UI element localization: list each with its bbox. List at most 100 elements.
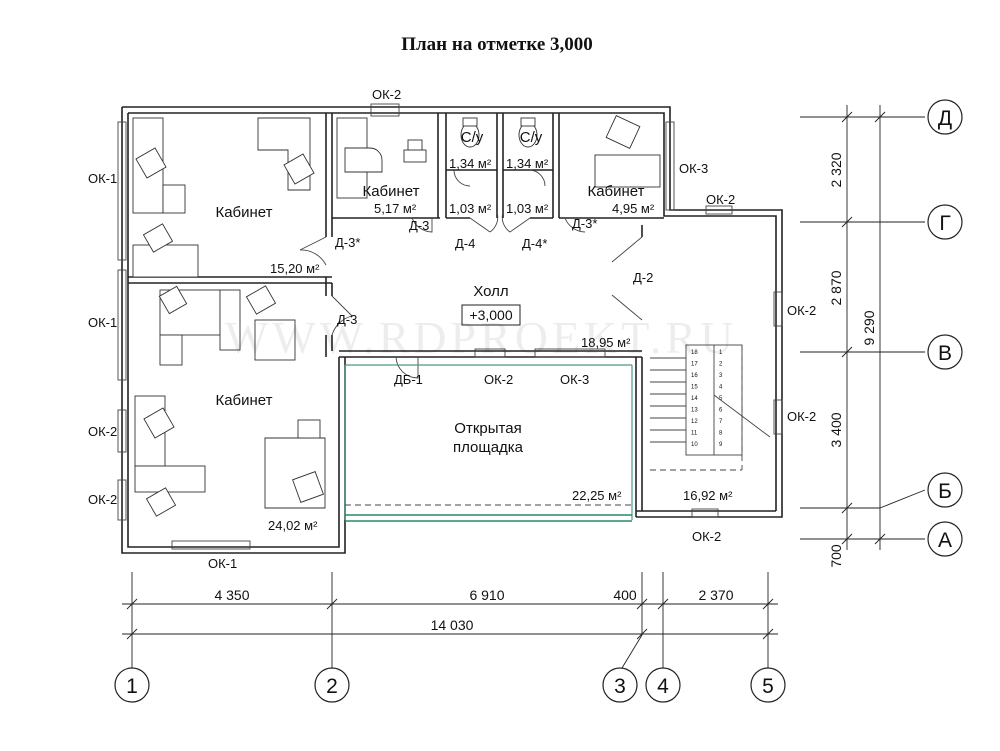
furniture bbox=[132, 115, 661, 517]
dim-v-total: 9 290 bbox=[861, 310, 877, 345]
stair-step-number: 6 bbox=[719, 408, 723, 414]
dim-h-2: 6 910 bbox=[469, 587, 504, 603]
door-label-d3-lower: Д-3 bbox=[337, 312, 357, 327]
room-name-terrace-1: Открытая bbox=[454, 420, 521, 437]
dim-h-total: 14 030 bbox=[431, 617, 474, 633]
stair-step-number: 3 bbox=[719, 373, 723, 379]
window-label-ok2-top: ОК-2 bbox=[372, 87, 401, 102]
level-mark-box bbox=[461, 304, 521, 326]
axis-A: А bbox=[938, 529, 952, 552]
watermark: WWW.RDPROEKT.RU bbox=[225, 312, 737, 363]
stair-step-number: 8 bbox=[719, 431, 723, 437]
door-label-d3star-left: Д-3* bbox=[335, 235, 360, 250]
door-label-d4: Д-4 bbox=[455, 236, 475, 251]
dim-v-1: 2 320 bbox=[828, 152, 844, 187]
stair-step-number: 4 bbox=[719, 385, 723, 391]
stair-step-number: 15 bbox=[691, 385, 698, 391]
door-labels: Д-3* Д-3 Д-3 Д-4 Д-4* Д-3* Д-2 ДБ-1 bbox=[335, 216, 653, 387]
room-area-vest-right: 1,03 м² bbox=[506, 201, 549, 216]
interior-walls bbox=[128, 113, 664, 358]
axis-5: 5 bbox=[762, 675, 774, 698]
window-label-ok2-left-a: ОК-2 bbox=[88, 424, 117, 439]
axis-1: 1 bbox=[126, 675, 138, 698]
room-area-terrace: 22,25 м² bbox=[572, 488, 622, 503]
stair-step-number: 13 bbox=[691, 408, 698, 414]
room-area-wc-left: 1,34 м² bbox=[449, 156, 492, 171]
room-name-wc-right: С/у bbox=[520, 129, 543, 146]
door-label-d2: Д-2 bbox=[633, 270, 653, 285]
axis-D: Д bbox=[938, 107, 952, 130]
stair-step-number: 2 bbox=[719, 362, 723, 368]
horizontal-dimensions: 4 350 6 910 400 2 370 14 030 bbox=[122, 572, 778, 669]
room-name-office-mid: Кабинет bbox=[362, 183, 419, 200]
door-label-d3-mid: Д-3 bbox=[409, 218, 429, 233]
window-label-ok2-terrace: ОК-2 bbox=[484, 372, 513, 387]
room-area-office-right: 4,95 м² bbox=[612, 201, 655, 216]
vertical-dimensions: 2 320 2 870 3 400 700 9 290 bbox=[800, 105, 926, 568]
room-area-wc-right: 1,34 м² bbox=[506, 156, 549, 171]
window-label-ok3-top: ОК-3 bbox=[679, 161, 708, 176]
stair-step-number: 7 bbox=[719, 419, 723, 425]
door-swings bbox=[299, 169, 643, 379]
window-label-ok2-bottom-right: ОК-2 bbox=[692, 529, 721, 544]
stair-step-numbers-right: 1 2 3 4 5 6 7 8 9 bbox=[719, 350, 723, 448]
dim-h-4: 2 370 bbox=[698, 587, 733, 603]
stair-treads-left bbox=[650, 357, 686, 443]
window-label-ok1-left-mid: ОК-1 bbox=[88, 315, 117, 330]
level-mark: +3,000 bbox=[469, 307, 512, 323]
stair-step-number: 12 bbox=[691, 419, 698, 425]
room-name-office-right: Кабинет bbox=[587, 183, 644, 200]
room-name-office-top-left: Кабинет bbox=[215, 204, 272, 221]
window-label-ok2-right-top: ОК-2 bbox=[706, 192, 735, 207]
window-label-ok3-terrace: ОК-3 bbox=[560, 372, 589, 387]
axis-V: В bbox=[938, 342, 952, 365]
windows-graphic bbox=[117, 103, 783, 550]
dim-v-2: 2 870 bbox=[828, 270, 844, 305]
room-area-office-mid: 5,17 м² bbox=[374, 201, 417, 216]
room-labels: Кабинет 15,20 м² Кабинет 5,17 м² Кабинет… bbox=[215, 129, 733, 533]
room-name-wc-left: С/у bbox=[461, 129, 484, 146]
stair-step-number: 5 bbox=[719, 396, 723, 402]
room-area-hall: 18,95 м² bbox=[581, 335, 631, 350]
axis-G: Г bbox=[939, 212, 950, 235]
axis-markers-horizontal: Д Г В Б А bbox=[927, 99, 963, 557]
stair-step-numbers-left: 18 17 16 15 14 13 12 11 10 bbox=[691, 350, 698, 448]
axis-3: 3 bbox=[614, 675, 626, 698]
window-label-ok2-right-a: ОК-2 bbox=[787, 303, 816, 318]
axis-4: 4 bbox=[657, 675, 669, 698]
stair-step-number: 18 bbox=[691, 350, 698, 356]
stair-step-number: 11 bbox=[691, 431, 698, 437]
stair-step-number: 16 bbox=[691, 373, 698, 379]
axis-markers-vertical: 1 2 3 4 5 bbox=[114, 667, 786, 703]
room-name-terrace-2: площадка bbox=[453, 439, 524, 456]
window-label-ok2-right-b: ОК-2 bbox=[787, 409, 816, 424]
stair-step-number: 9 bbox=[719, 442, 723, 448]
door-label-db1: ДБ-1 bbox=[394, 372, 423, 387]
axis-B: Б bbox=[938, 480, 952, 503]
room-name-office-bottom-left: Кабинет bbox=[215, 392, 272, 409]
stair-step-number: 14 bbox=[691, 396, 698, 402]
stair-step-number: 17 bbox=[691, 362, 698, 368]
room-area-office-bottom-left: 24,02 м² bbox=[268, 518, 318, 533]
open-terrace bbox=[344, 364, 633, 522]
dim-h-1: 4 350 bbox=[214, 587, 249, 603]
room-name-hall: Холл bbox=[473, 283, 508, 300]
room-area-vest-left: 1,03 м² bbox=[449, 201, 492, 216]
exterior-walls bbox=[121, 106, 783, 554]
stair-step-number: 10 bbox=[691, 442, 698, 448]
window-label-ok1-bottom: ОК-1 bbox=[208, 556, 237, 571]
axis-2: 2 bbox=[326, 675, 338, 698]
drawing-title: План на отметке 3,000 bbox=[401, 34, 593, 55]
stair-step-number: 1 bbox=[719, 350, 723, 356]
room-area-office-top-left: 15,20 м² bbox=[270, 261, 320, 276]
window-label-ok2-left-b: ОК-2 bbox=[88, 492, 117, 507]
door-label-d3star-right: Д-3* bbox=[572, 216, 597, 231]
window-labels: ОК-2 ОК-1 ОК-1 ОК-2 ОК-2 ОК-1 ОК-3 ОК-2 … bbox=[88, 87, 816, 571]
dim-h-3: 400 bbox=[613, 587, 637, 603]
room-area-stair: 16,92 м² bbox=[683, 488, 733, 503]
door-label-d4star: Д-4* bbox=[522, 236, 547, 251]
dim-v-3: 3 400 bbox=[828, 412, 844, 447]
dim-v-4: 700 bbox=[828, 544, 844, 568]
